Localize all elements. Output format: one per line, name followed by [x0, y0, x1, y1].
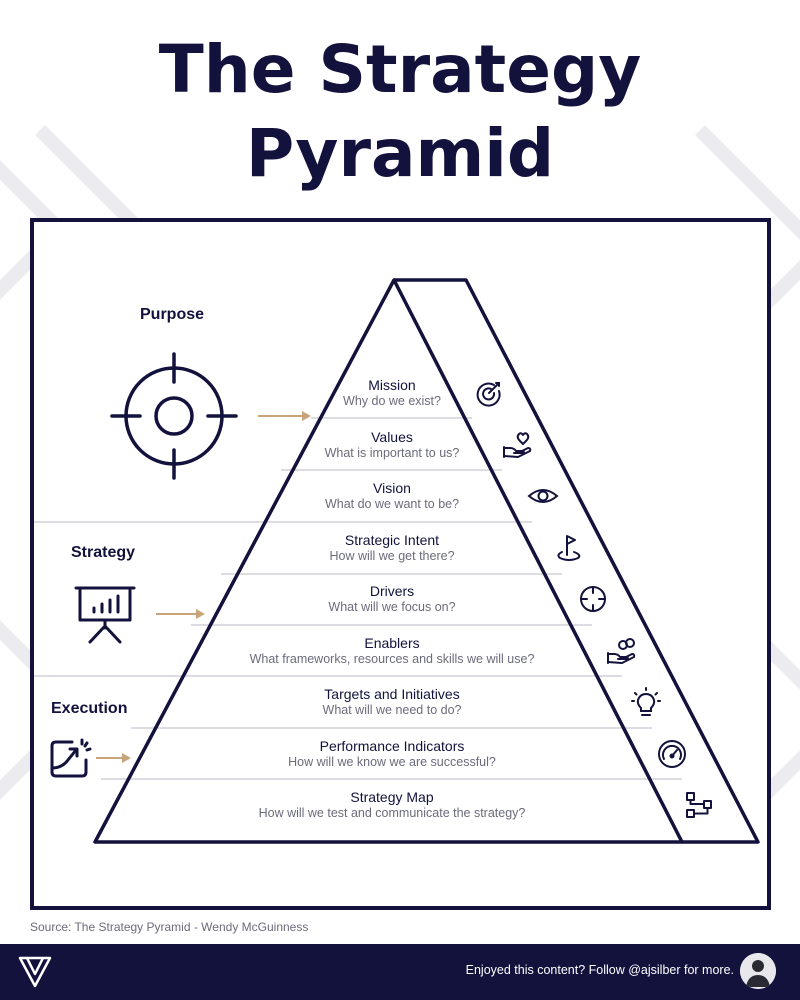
strategy-arrow [156, 609, 205, 619]
avatar[interactable] [740, 953, 776, 989]
level-question: What frameworks, resources and skills we… [249, 652, 535, 666]
level-strategy-map: Strategy Map How will we test and commun… [182, 789, 602, 821]
level-name: Enablers [364, 635, 420, 651]
diagram-frame: Mission Why do we exist? Values What is … [30, 218, 771, 910]
level-values: Values What is important to us? [182, 429, 602, 461]
level-targets: Targets and Initiatives What will we nee… [182, 686, 602, 718]
level-drivers: Drivers What will we focus on? [182, 583, 602, 615]
golf-flag-icon [557, 535, 581, 561]
level-name: Drivers [369, 583, 415, 599]
title-line-2: Pyramid [245, 115, 555, 192]
avatar-person-icon [740, 953, 776, 989]
section-label-purpose: Purpose [140, 306, 205, 323]
pyramid-shape [34, 278, 760, 844]
level-question: What will we focus on? [328, 600, 456, 614]
page-title: The Strategy Pyramid [0, 28, 800, 196]
hand-heart-icon [503, 432, 532, 458]
level-question: What will we need to do? [322, 703, 462, 717]
level-question: What is important to us? [324, 446, 460, 460]
lightbulb-icon [631, 687, 661, 716]
level-name: Vision [373, 480, 411, 496]
title-line-1: The Strategy [158, 31, 642, 108]
section-label-execution: Execution [51, 700, 128, 717]
level-question: Why do we exist? [343, 394, 441, 408]
level-question: What do we want to be? [324, 497, 460, 511]
purpose-arrow [258, 411, 311, 421]
level-question: How will we know we are successful? [288, 755, 496, 769]
gauge-icon [658, 740, 686, 768]
brand-logo-icon[interactable] [18, 954, 52, 988]
level-enablers: Enablers What frameworks, resources and … [182, 635, 602, 667]
level-question: How will we get there? [329, 549, 455, 563]
flowchart-icon [686, 792, 712, 818]
level-name: Strategy Map [350, 789, 434, 805]
follow-cta-text[interactable]: Enjoyed this content? Follow @ajsilber f… [465, 963, 734, 977]
level-name: Mission [368, 377, 416, 393]
level-name: Values [371, 429, 413, 445]
crosshair-icon [580, 586, 606, 612]
level-performance: Performance Indicators How will we know … [182, 738, 602, 770]
level-question: How will we test and communicate the str… [258, 806, 526, 820]
presentation-board-icon [74, 586, 136, 644]
level-name: Targets and Initiatives [324, 686, 460, 702]
level-name: Performance Indicators [319, 738, 465, 754]
source-caption: Source: The Strategy Pyramid - Wendy McG… [30, 920, 309, 934]
level-mission: Mission Why do we exist? [182, 377, 602, 409]
hand-coins-icon [607, 638, 636, 664]
target-dart-icon [476, 382, 501, 407]
section-label-strategy: Strategy [71, 544, 136, 561]
level-name: Strategic Intent [344, 532, 440, 548]
crosshair-target-icon [110, 352, 238, 480]
growth-chart-icon [50, 738, 92, 778]
level-vision: Vision What do we want to be? [182, 480, 602, 512]
eye-icon [527, 489, 559, 503]
level-strategic-intent: Strategic Intent How will we get there? [182, 532, 602, 564]
footer-bar: Enjoyed this content? Follow @ajsilber f… [0, 944, 800, 1000]
execution-arrow [96, 753, 131, 763]
